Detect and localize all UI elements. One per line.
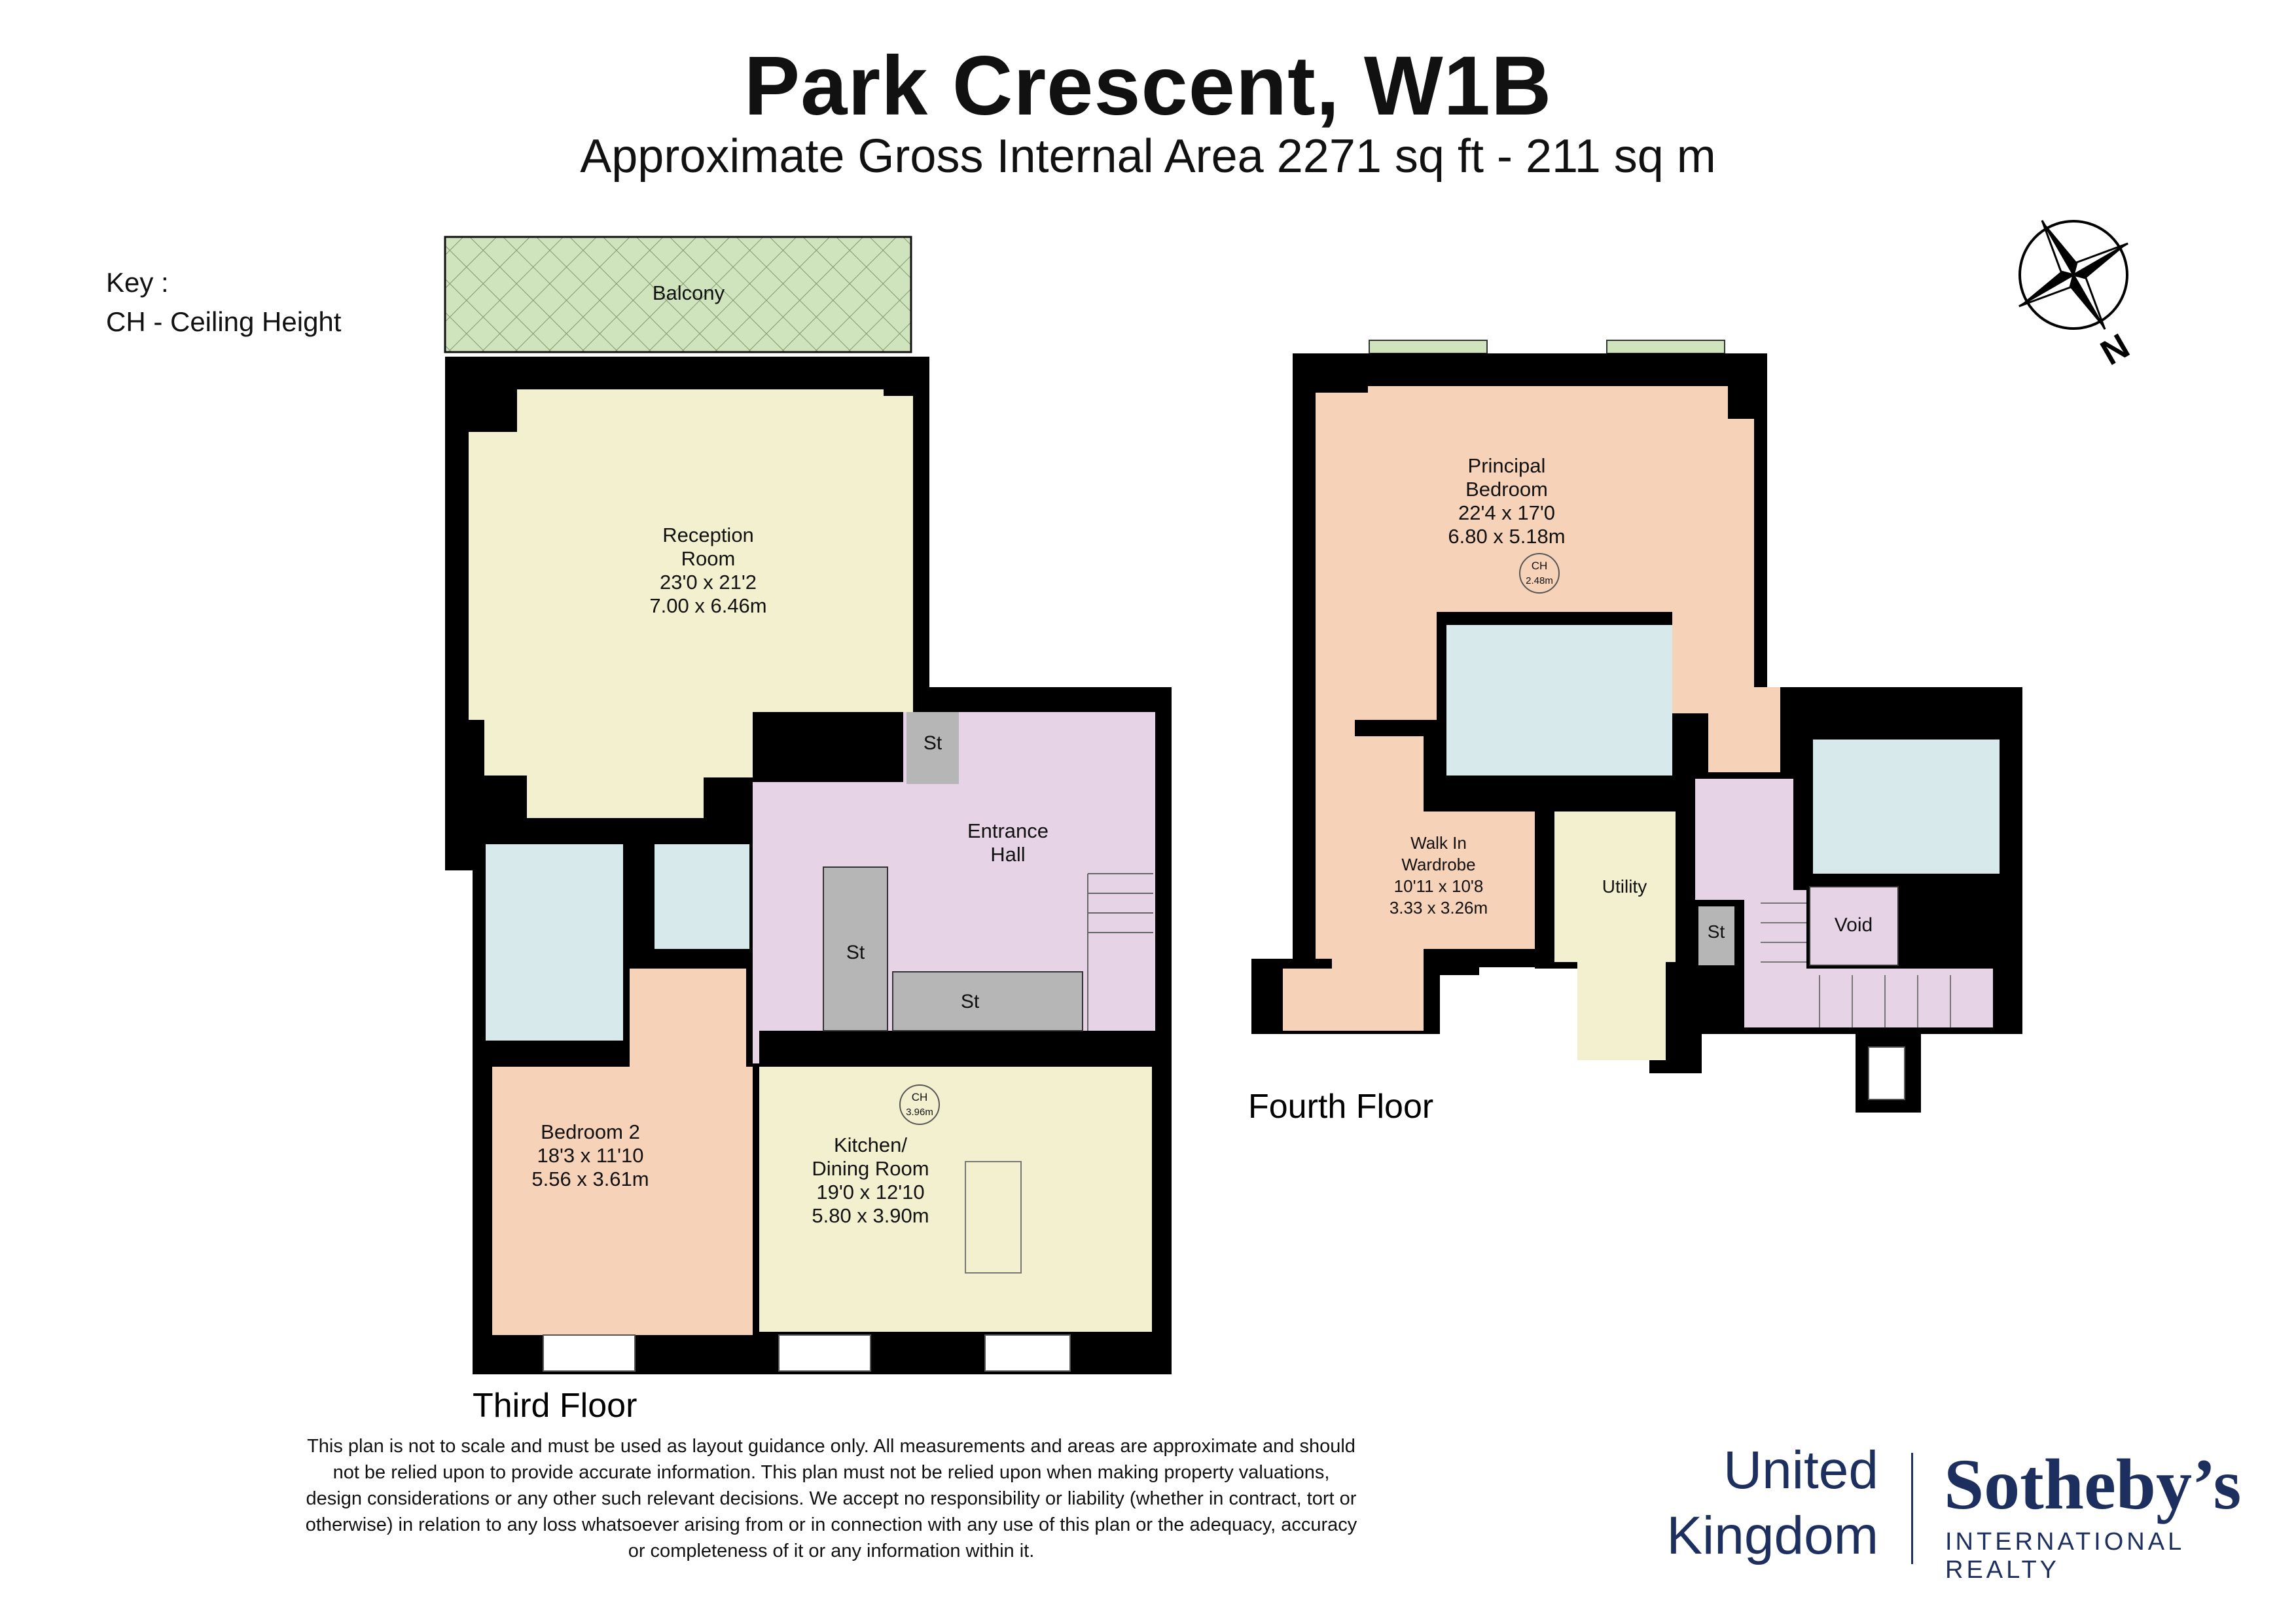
compass-rose-icon [2018, 220, 2128, 330]
brand-subtitle: INTERNATIONAL REALTY [1945, 1528, 2184, 1584]
void-label: Void [1835, 914, 1873, 936]
store-c-label: St [961, 991, 980, 1012]
fourth-floor-balcony-2 [1606, 340, 1725, 354]
balcony-label: Balcony [653, 281, 725, 304]
fourth-floor-shower-room-area [1813, 740, 2000, 874]
kitchen-imperial: 19'0 x 12'10 [816, 1181, 924, 1204]
void-area [1809, 886, 1899, 966]
store-a-label: St [924, 732, 942, 754]
area-subtitle: Approximate Gross Internal Area 2271 sq … [580, 130, 1716, 183]
third-floor-wc-area [655, 844, 749, 949]
reception-imperial: 23'0 x 21'2 [660, 571, 757, 594]
third-floor-ensuite-area [486, 844, 623, 1041]
wardrobe-name-2: Wardrobe [1401, 855, 1475, 874]
fourth-floor-stairs [1761, 902, 1951, 1027]
bedroom-2-area [492, 969, 753, 1335]
kitchen-name-2: Dining Room [812, 1157, 929, 1180]
wardrobe-metric: 3.33 x 3.26m [1390, 898, 1488, 918]
kitchen-area [759, 1067, 1152, 1332]
principal-metric: 6.80 x 5.18m [1448, 525, 1565, 548]
principal-name-2: Bedroom [1465, 478, 1548, 501]
reception-metric: 7.00 x 6.46m [649, 594, 766, 617]
third-floor-ceiling-height-badge: CH 3.96m [899, 1084, 940, 1125]
bedroom-2-metric: 5.56 x 3.61m [531, 1168, 649, 1190]
brand-name: Sotheby’s [1944, 1444, 2242, 1524]
fourth-floor-window [1868, 1046, 1905, 1100]
kitchen-metric: 5.80 x 3.90m [812, 1204, 929, 1227]
fourth-floor-label: Fourth Floor [1248, 1088, 1433, 1126]
key-ceiling-height: CH - Ceiling Height [106, 306, 342, 337]
disclaimer-line: otherwise) in relation to any loss whats… [305, 1514, 1357, 1535]
ch-badge-value: 3.96m [906, 1107, 933, 1118]
brand-divider [1911, 1453, 1913, 1564]
principal-imperial: 22'4 x 17'0 [1458, 501, 1555, 524]
store-a-area [906, 712, 959, 784]
bedroom-2-name: Bedroom 2 [541, 1120, 640, 1143]
brand-location-1: United [1723, 1440, 1878, 1500]
ch-badge-label-2: CH [1532, 560, 1548, 572]
store-b-label: St [846, 942, 865, 963]
wardrobe-name-1: Walk In [1410, 833, 1467, 853]
ch-badge-label: CH [912, 1091, 928, 1103]
brand-location-2: Kingdom [1666, 1506, 1878, 1565]
fourth-floor-store-area [1698, 906, 1734, 965]
kitchen-name-1: Kitchen/ [834, 1133, 907, 1156]
disclaimer-line: or completeness of it or any information… [628, 1541, 1035, 1561]
store-b-area [823, 866, 888, 1031]
walk-in-wardrobe-area [1332, 736, 1535, 969]
utility-area [1554, 812, 1676, 1060]
store-c-area [892, 971, 1083, 1031]
entrance-hall-name-1: Entrance [967, 819, 1049, 842]
third-floor-plan [444, 236, 1172, 1374]
compass-north-label: N [2094, 326, 2136, 372]
wardrobe-imperial: 10'11 x 10'8 [1394, 876, 1484, 896]
page-title: Park Crescent, W1B [744, 39, 1552, 133]
disclaimer-line: This plan is not to scale and must be us… [307, 1436, 1355, 1457]
ch-badge-value-2: 2.48m [1526, 575, 1553, 586]
utility-label: Utility [1602, 876, 1647, 897]
fourth-floor-hall-area [1695, 779, 1793, 900]
third-floor-stairs [1087, 873, 1153, 1031]
fourth-floor-plan [1251, 340, 2022, 1113]
balcony [444, 236, 912, 353]
entrance-hall-name-2: Hall [990, 843, 1025, 866]
fourth-floor-store-label: St [1708, 921, 1725, 942]
reception-name-1: Reception [662, 524, 754, 546]
principal-bedroom-area [1316, 386, 1780, 959]
fourth-floor-balcony-1 [1369, 340, 1488, 354]
third-floor-label: Third Floor [473, 1387, 637, 1425]
fourth-floor-stairs-area [1744, 890, 1993, 1027]
principal-name-1: Principal [1468, 454, 1546, 477]
kitchen-window-2 [984, 1334, 1071, 1372]
stair-landing-area [1283, 969, 1424, 1031]
reception-name-2: Room [681, 547, 736, 570]
fourth-floor-ceiling-height-badge: CH 2.48m [1519, 553, 1560, 594]
reception-room-area [469, 389, 913, 818]
key-heading: Key : [106, 267, 169, 298]
bedroom-2-imperial: 18'3 x 11'10 [537, 1144, 644, 1167]
bedroom-window [543, 1334, 636, 1372]
brand-logo: United Kingdom Sotheby’s INTERNATIONAL R… [1649, 1440, 2265, 1584]
disclaimer-line: not be relied upon to provide accurate i… [332, 1462, 1330, 1483]
disclaimer: This plan is not to scale and must be us… [223, 1433, 1440, 1564]
principal-ensuite-area [1446, 625, 1672, 776]
disclaimer-line: design considerations or any other such … [306, 1488, 1357, 1509]
kitchen-window-1 [778, 1334, 871, 1372]
kitchen-island [965, 1161, 1022, 1274]
